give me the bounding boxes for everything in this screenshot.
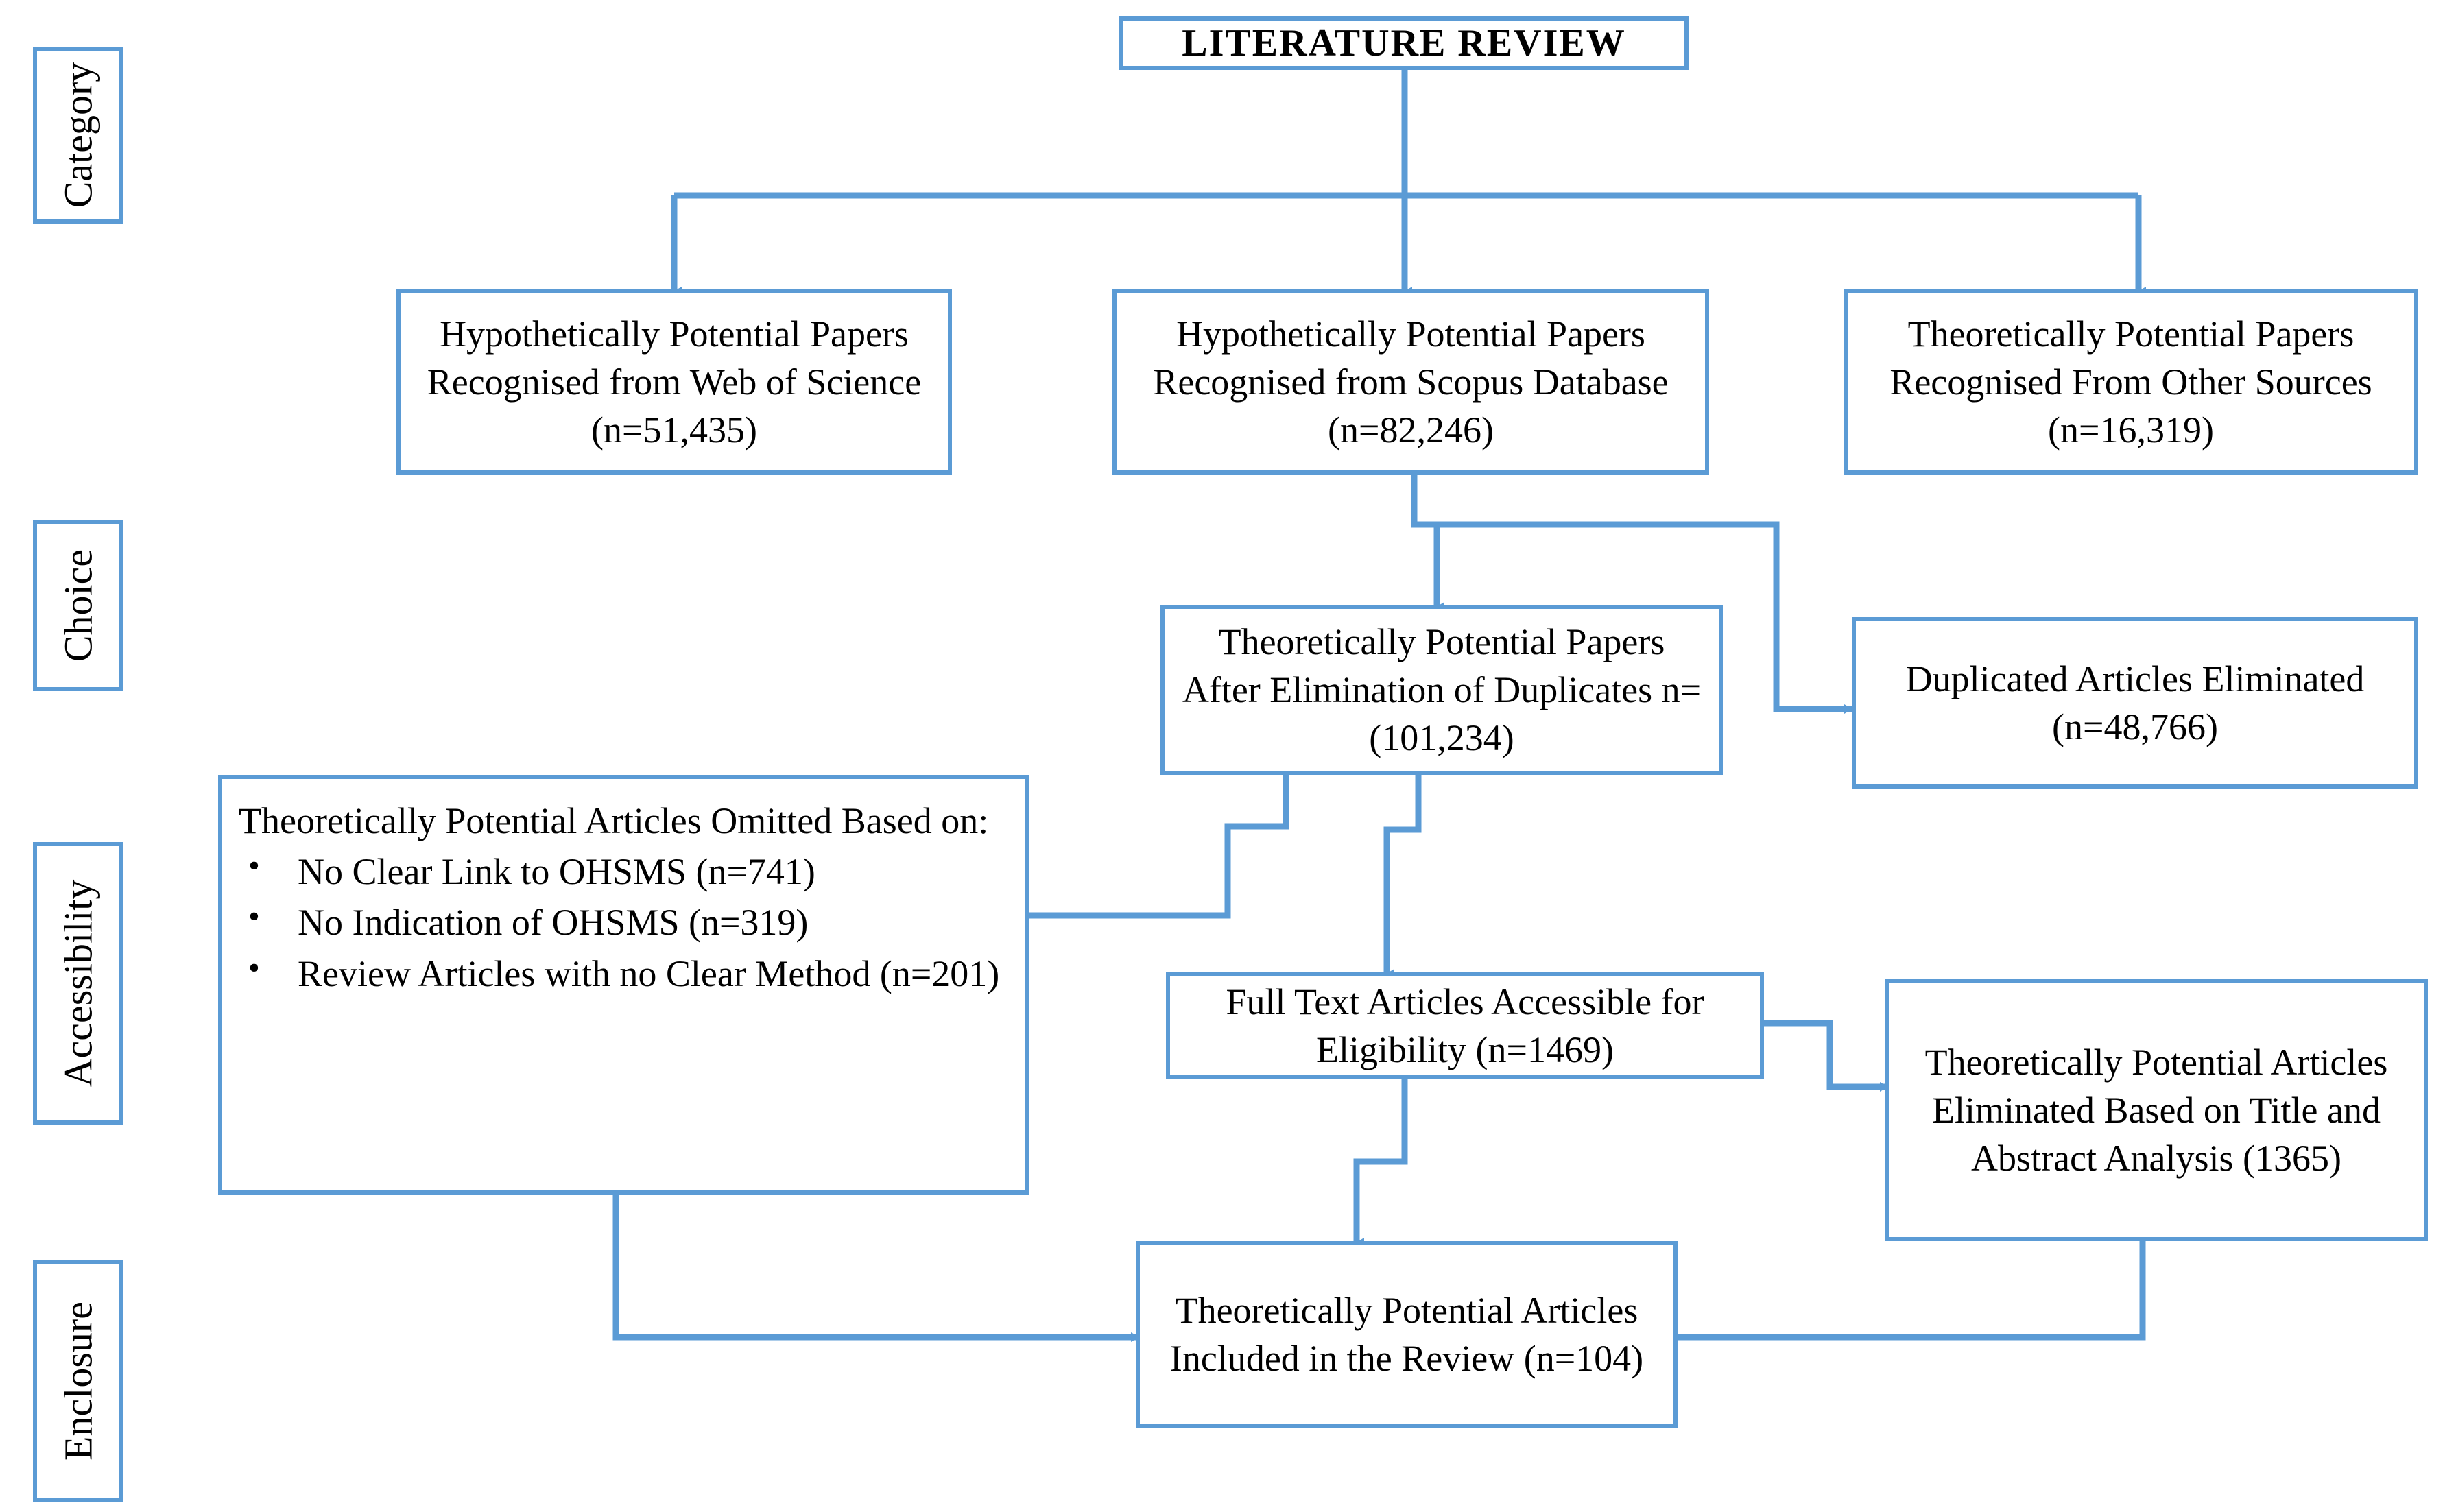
node-scopus-label: Hypothetically Potential Papers Recognis… — [1153, 313, 1669, 451]
phase-label-accessibility: Accessibility — [56, 879, 101, 1088]
phase-chip-accessibility: Accessibility — [33, 842, 123, 1125]
wire-fulltext-to-included — [1353, 1078, 1408, 1247]
list-item: No Indication of OHSMS (n=319) — [239, 896, 1004, 946]
omitted-reason-list: No Clear Link to OHSMS (n=741) No Indica… — [239, 845, 1004, 998]
phase-chip-category: Category — [33, 47, 123, 224]
wire-titleabs-to-included — [1666, 1240, 2146, 1342]
wire-fulltext-to-titleabs — [1763, 1020, 1888, 1092]
node-articles-omitted-lead: Theoretically Potential Articles Omitted… — [239, 800, 989, 841]
node-scopus[interactable]: Hypothetically Potential Papers Recognis… — [1112, 289, 1709, 475]
node-articles-omitted[interactable]: Theoretically Potential Articles Omitted… — [218, 775, 1029, 1195]
phase-chip-choice: Choice — [33, 520, 123, 691]
node-after-duplicate-removal-label: Theoretically Potential Papers After Eli… — [1182, 621, 1702, 759]
phase-label-choice: Choice — [56, 549, 101, 662]
wire-dedup-to-fulltext — [1383, 773, 1422, 979]
node-full-text-eligibility-label: Full Text Articles Accessible for Eligib… — [1226, 981, 1704, 1070]
node-other-sources-label: Theoretically Potential Papers Recognise… — [1889, 313, 2372, 451]
node-included-in-review-label: Theoretically Potential Articles Include… — [1169, 1289, 1644, 1379]
wire-dedup-to-omitted — [1021, 773, 1289, 920]
node-web-of-science-label: Hypothetically Potential Papers Recognis… — [427, 313, 922, 451]
node-included-in-review[interactable]: Theoretically Potential Articles Include… — [1136, 1241, 1678, 1428]
node-full-text-eligibility[interactable]: Full Text Articles Accessible for Eligib… — [1166, 972, 1764, 1079]
node-title-abstract-eliminated-label: Theoretically Potential Articles Elimina… — [1924, 1041, 2388, 1179]
wire-scopus-to-dedup — [1411, 472, 1444, 612]
phase-chip-enclosure: Enclosure — [33, 1260, 123, 1502]
node-duplicates-eliminated-label: Duplicated Articles Eliminated (n=48,766… — [1905, 658, 2365, 747]
node-literature-review-label: LITERATURE REVIEW — [1182, 21, 1626, 64]
node-title-abstract-eliminated[interactable]: Theoretically Potential Articles Elimina… — [1885, 979, 2428, 1241]
node-literature-review[interactable]: LITERATURE REVIEW — [1119, 16, 1689, 70]
node-other-sources[interactable]: Theoretically Potential Papers Recognise… — [1844, 289, 2418, 475]
node-after-duplicate-removal[interactable]: Theoretically Potential Papers After Eli… — [1160, 605, 1723, 775]
phase-label-category: Category — [56, 62, 101, 208]
phase-label-enclosure: Enclosure — [56, 1301, 101, 1461]
node-web-of-science[interactable]: Hypothetically Potential Papers Recognis… — [396, 289, 952, 475]
node-duplicates-eliminated[interactable]: Duplicated Articles Eliminated (n=48,766… — [1852, 617, 2418, 789]
list-item: Review Articles with no Clear Method (n=… — [239, 947, 1004, 998]
list-item: No Clear Link to OHSMS (n=741) — [239, 845, 1004, 896]
wire-omitted-to-included — [612, 1195, 1139, 1342]
